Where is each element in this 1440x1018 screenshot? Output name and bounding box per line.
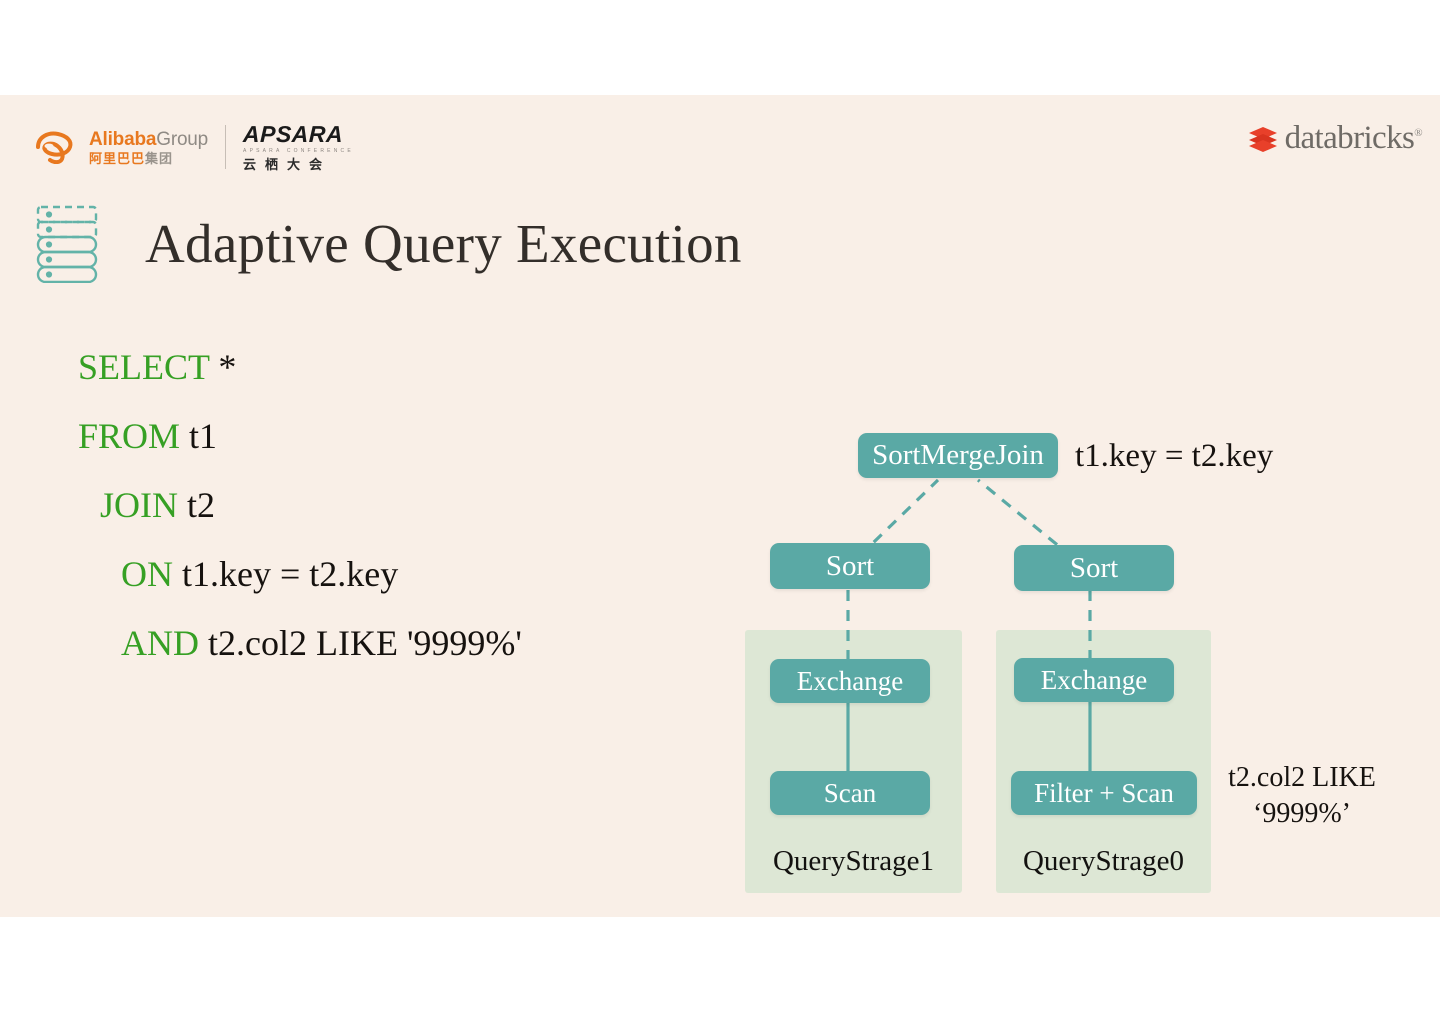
slide-canvas: AlibabaGroup 阿里巴巴集团 APSARA APSARA CONFER… — [0, 95, 1440, 917]
apsara-subtitle: APSARA CONFERENCE — [243, 148, 354, 154]
page-title-row: Adaptive Query Execution — [30, 203, 742, 284]
alibaba-cn-main: 阿里巴巴 — [89, 150, 146, 166]
alibaba-group-text: Group — [156, 128, 209, 150]
page-title: Adaptive Query Execution — [145, 212, 742, 274]
apsara-conference-logo: APSARA APSARA CONFERENCE 云栖大会 — [242, 121, 354, 172]
databricks-wordmark: databricks® — [1284, 120, 1423, 156]
sql-text: t2.col2 LIKE '9999%' — [199, 623, 522, 663]
sql-text: * — [209, 347, 237, 387]
logo-divider — [225, 125, 227, 169]
filter-condition-annotation: t2.col2 LIKE ‘9999%’ — [1228, 762, 1376, 829]
query-plan-diagram: SortMergeJoin Sort Sort Exchange Exchang… — [720, 325, 1420, 895]
sql-keyword: SELECT — [78, 347, 210, 387]
sql-query-block: SELECT * FROM t1 JOIN t2 ON t1.key = t2.… — [78, 333, 522, 678]
alibaba-name-text: Alibaba — [89, 128, 157, 150]
sql-text: t2 — [178, 485, 216, 525]
node-scan-left[interactable]: Scan — [770, 771, 930, 815]
alibaba-mark-icon — [34, 130, 80, 165]
sql-line: AND t2.col2 LIKE '9999%' — [78, 609, 522, 678]
query-stage-right-label: QueryStrage0 — [1022, 845, 1185, 877]
sql-keyword: JOIN — [100, 485, 178, 525]
sql-line: SELECT * — [78, 333, 522, 402]
databricks-name-text: databricks — [1284, 120, 1415, 156]
join-condition-annotation: t1.key = t2.key — [1075, 438, 1274, 474]
apsara-name-cn: 云栖大会 — [243, 157, 332, 172]
alibaba-group-logo: AlibabaGroup 阿里巴巴集团 — [34, 130, 208, 165]
sql-line: JOIN t2 — [78, 471, 522, 540]
alibaba-name-en: AlibabaGroup — [89, 130, 208, 149]
alibaba-cn-sub: 集团 — [145, 150, 174, 166]
sql-keyword: ON — [121, 554, 173, 594]
sql-text: t1 — [180, 416, 218, 456]
databricks-trademark: ® — [1414, 127, 1422, 139]
sql-line: ON t1.key = t2.key — [78, 540, 522, 609]
apsara-name: APSARA — [242, 121, 344, 147]
sql-keyword: AND — [121, 623, 199, 663]
query-stage-left-label: QueryStrage1 — [772, 845, 935, 877]
node-filter-scan-right[interactable]: Filter + Scan — [1011, 771, 1197, 815]
node-exchange-left[interactable]: Exchange — [770, 659, 930, 703]
node-sort-right[interactable]: Sort — [1014, 545, 1174, 591]
node-sort-left[interactable]: Sort — [770, 543, 930, 589]
sql-keyword: FROM — [78, 416, 181, 456]
partner-logos: AlibabaGroup 阿里巴巴集团 APSARA APSARA CONFER… — [34, 119, 354, 175]
databricks-logo: databricks® — [1248, 120, 1423, 156]
sql-text: t1.key = t2.key — [173, 554, 399, 594]
databricks-stacked-blocks-icon — [1248, 125, 1278, 153]
node-exchange-right[interactable]: Exchange — [1014, 658, 1174, 702]
stacked-rows-icon — [30, 203, 112, 284]
sql-line: FROM t1 — [78, 402, 522, 471]
node-sort-merge-join[interactable]: SortMergeJoin — [858, 433, 1058, 478]
alibaba-name-cn: 阿里巴巴集团 — [89, 152, 208, 165]
